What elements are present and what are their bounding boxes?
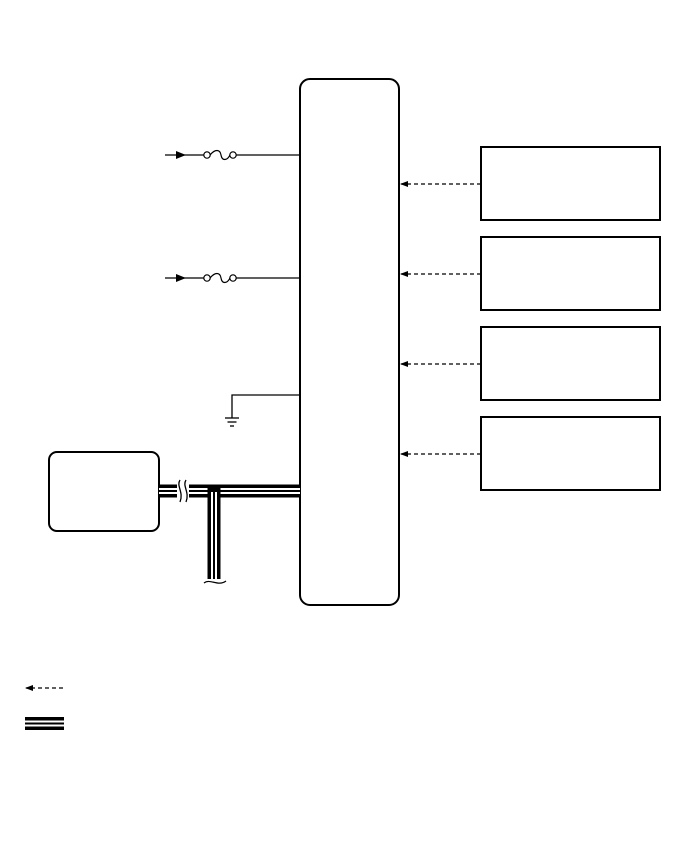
wire-end-icon bbox=[203, 579, 227, 587]
sensor-box-3 bbox=[400, 326, 661, 401]
communication-bus bbox=[159, 479, 300, 587]
legend bbox=[25, 685, 64, 730]
ground-icon bbox=[225, 417, 239, 427]
sensor-box-2 bbox=[400, 236, 661, 311]
power-input-2 bbox=[165, 272, 300, 284]
ground-connection bbox=[225, 394, 300, 427]
sensor-box-4 bbox=[400, 416, 661, 491]
fuse-icon bbox=[203, 272, 237, 284]
fuse-icon bbox=[203, 149, 237, 161]
legend-item-bus bbox=[25, 717, 64, 730]
main-unit bbox=[299, 78, 400, 606]
sensor-box-1 bbox=[400, 146, 661, 221]
bus-line-icon bbox=[25, 717, 64, 730]
side-module bbox=[48, 451, 160, 532]
power-input-1 bbox=[165, 149, 300, 161]
wire-break-icon bbox=[177, 479, 189, 503]
